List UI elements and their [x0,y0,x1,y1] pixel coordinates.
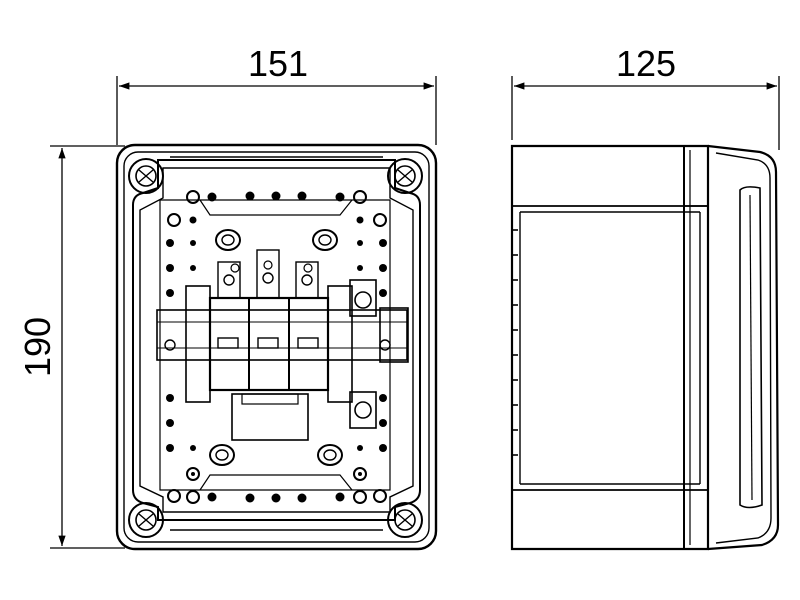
height-label: 190 [17,317,58,377]
side-view [510,144,780,551]
corner-screw-icon [387,502,423,538]
corner-screw-icon [128,502,164,538]
front-view [115,143,438,551]
corner-screw-icon [128,158,164,194]
depth-label: 125 [616,43,676,84]
corner-screw-icon [387,158,423,194]
dimension-depth: 125 [511,43,780,150]
perforation-holes [167,190,387,504]
small-holes [166,191,387,503]
dimension-height: 190 [17,145,125,549]
width-label: 151 [248,43,308,84]
dimension-width: 151 [116,43,437,145]
